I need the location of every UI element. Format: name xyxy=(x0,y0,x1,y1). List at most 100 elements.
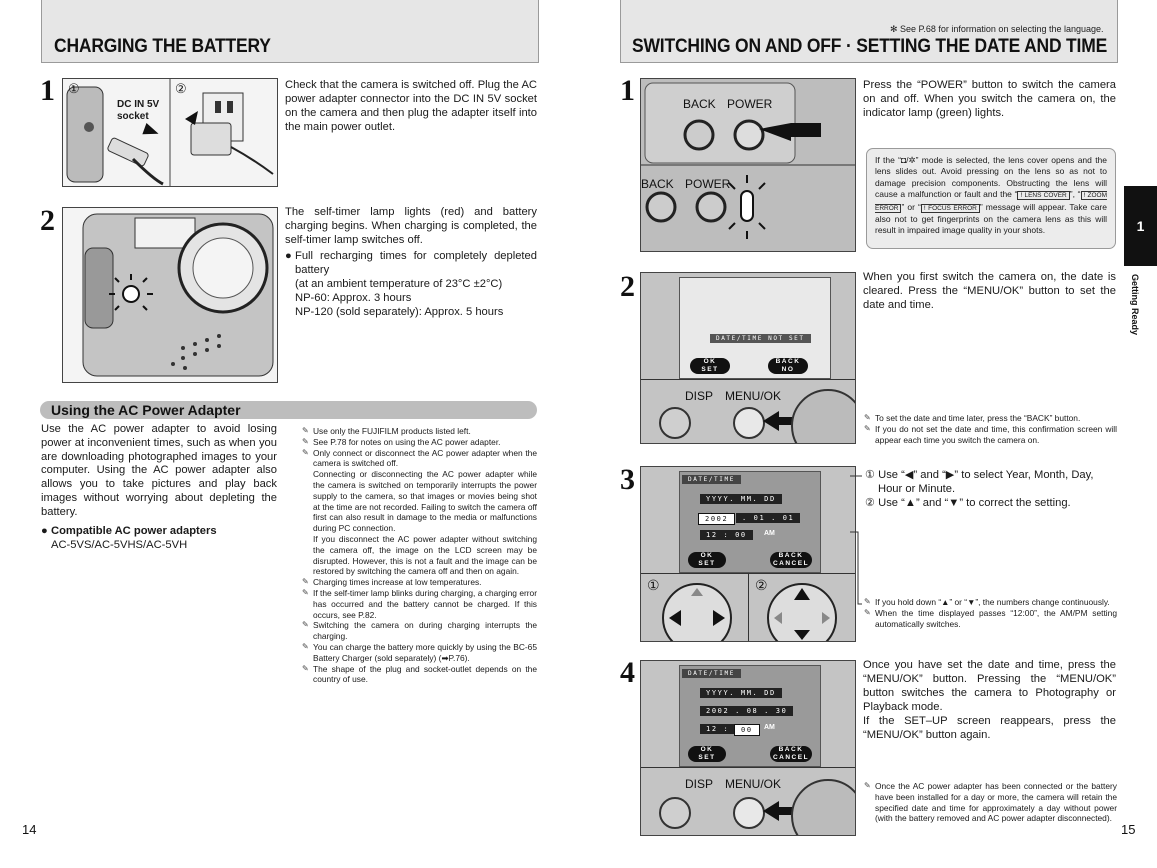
arrow-icon xyxy=(763,411,803,431)
figure-date-time-set: DATE/TIME YYYY. MM. DD 2002 . 01 . 01 12… xyxy=(640,466,856,642)
step-2-main: The self-timer lamp lights (red) and bat… xyxy=(285,206,537,246)
figure-camera-charging xyxy=(62,207,278,383)
note-icon: ✎ xyxy=(302,587,309,597)
focus-error: ! FOCUS ERROR xyxy=(920,203,980,213)
fig-back-label: BACK xyxy=(683,97,716,111)
chapter-tab: 1 xyxy=(1124,186,1157,266)
lcd-format: YYYY. MM. DD xyxy=(700,494,782,504)
camera-movie-mode-icon: ◘/✲ xyxy=(901,155,916,165)
lcd-divider xyxy=(641,767,855,768)
note-icon: ✎ xyxy=(302,663,309,673)
note-icon: ✎ xyxy=(302,426,309,435)
note-item: ✎When the time displayed passes “12:00”,… xyxy=(864,607,1117,629)
menu-ok-button[interactable] xyxy=(733,797,765,829)
note-item: ✎To set the date and time later, press t… xyxy=(864,413,1081,423)
callout-lines xyxy=(850,475,862,605)
right-header-box xyxy=(620,0,1118,63)
bullet-icon: ● xyxy=(41,525,48,537)
note-item: ✎Charging times increase at low temperat… xyxy=(302,577,482,588)
r-step-2-text: When you first switch the camera on, the… xyxy=(863,271,1116,311)
chapter-label: Getting Ready xyxy=(1130,274,1140,336)
disp-button[interactable] xyxy=(659,407,691,439)
fig-circle-1: ① xyxy=(68,81,80,96)
dpad-left-right-icon xyxy=(662,583,732,641)
note-icon: ✎ xyxy=(302,447,309,457)
note-icon: ✎ xyxy=(302,436,309,446)
r-step-2-number: 2 xyxy=(620,270,635,303)
note-continuation: Connecting or disconnecting the AC power… xyxy=(313,469,537,534)
note-icon: ✎ xyxy=(302,620,309,630)
lcd-year: 2002 xyxy=(698,513,736,525)
fig-back-label-2: BACK xyxy=(641,177,674,191)
plug-adapter-illustration xyxy=(66,79,274,186)
lcd-ampm: AM xyxy=(764,724,775,731)
r-step-3-lines: ① Use “◀” and “▶” to select Year, Month,… xyxy=(865,468,1117,510)
step-2-bullet-line: (at an ambient temperature of 23°C ±2°C) xyxy=(295,278,503,290)
compat-title-line: ● Compatible AC power adapters xyxy=(41,524,277,538)
bullet-icon: ● xyxy=(285,250,292,262)
note-item: ✎If you do not set the date and time, th… xyxy=(864,423,1117,445)
disp-label: DISP xyxy=(685,389,714,403)
note-icon: ✎ xyxy=(864,597,871,606)
step-2-bullet-line: NP-60: Approx. 3 hours xyxy=(295,292,412,304)
lcd-time-minute: 00 xyxy=(734,724,760,736)
compat-block: ● Compatible AC power adapters AC-5VS/AC… xyxy=(41,524,277,552)
lcd-time: 12 : 00 xyxy=(700,530,753,540)
lcd-screen: DATE/TIME YYYY. MM. DD 2002 . 08 . 30 12… xyxy=(679,665,821,767)
left-header-box xyxy=(41,0,539,63)
fig-label-socket: socket xyxy=(117,111,149,122)
lcd-date-rest: . 01 . 01 xyxy=(736,513,801,523)
lcd-header: DATE/TIME xyxy=(682,669,741,678)
section-text: Use the AC power adapter to avoid losing… xyxy=(41,423,277,518)
compat-models: AC-5VS/AC-5VHS/AC-5VH xyxy=(51,539,188,551)
dpad-ring[interactable] xyxy=(791,779,855,835)
lcd-date: 2002 . 08 . 30 xyxy=(700,706,794,716)
step-1-number: 1 xyxy=(40,74,55,107)
fig-circle-2: ② xyxy=(175,81,187,96)
dpad-ring[interactable] xyxy=(791,389,855,443)
menu-ok-button[interactable] xyxy=(733,407,765,439)
note-item: ✎If the self-timer lamp blinks during ch… xyxy=(302,587,537,620)
step-4-text-1: Once you have set the date and time, pre… xyxy=(863,659,1116,713)
note-item: ✎Switching the camera on during charging… xyxy=(302,620,537,642)
note-item: ✎You can charge the battery more quickly… xyxy=(302,641,537,663)
note-item: ✎The shape of the plug and socket-outlet… xyxy=(302,663,537,685)
fig-power-label-2: POWER xyxy=(685,177,731,191)
note-item: ✎Only connect or disconnect the AC power… xyxy=(302,447,537,469)
disp-label: DISP xyxy=(685,777,714,791)
step-2-bullet: ● Full recharging times for completely d… xyxy=(285,249,537,277)
lcd-ampm: AM xyxy=(764,530,775,537)
left-page-number: 14 xyxy=(22,822,37,837)
compat-title: Compatible AC power adapters xyxy=(51,525,217,537)
r-step-4-note: ✎Once the AC power adapter has been conn… xyxy=(864,781,1117,824)
lcd-screen: DATE/TIME YYYY. MM. DD 2002 . 01 . 01 12… xyxy=(679,471,821,573)
r-step-1-text: Press the “POWER” button to switch the c… xyxy=(863,79,1116,119)
disp-button[interactable] xyxy=(659,797,691,829)
lcd-format: YYYY. MM. DD xyxy=(700,688,782,698)
lcd-time-hour: 12 : xyxy=(700,724,736,734)
fig-power-label: POWER xyxy=(727,97,773,111)
note-icon: ✎ xyxy=(302,577,309,587)
language-note: ✻ See P.68 for information on selecting … xyxy=(890,24,1104,34)
step-2-text: The self-timer lamp lights (red) and bat… xyxy=(285,205,537,319)
right-page-title: SWITCHING ON AND OFF · SETTING THE DATE … xyxy=(632,36,1108,57)
step-1-text: Check that the camera is switched off. P… xyxy=(285,79,537,133)
step-3-line-1: ① Use “◀” and “▶” to select Year, Month,… xyxy=(865,469,1094,495)
figure-plug-adapter: ① ② DC IN 5V socket xyxy=(62,78,278,187)
note-item: ✎If you hold down “▲” or “▼”, the number… xyxy=(864,597,1110,607)
dpad-circle-1: ① xyxy=(647,577,660,593)
note-icon: ✎ xyxy=(864,413,871,422)
lcd-divider xyxy=(641,379,855,380)
fig-label-dc: DC IN 5V xyxy=(117,99,160,110)
lens-info-box: If the “◘/✲” mode is selected, the lens … xyxy=(866,148,1116,249)
arrow-icon xyxy=(763,801,803,821)
lens-cover-error: ! LENS COVER xyxy=(1017,191,1070,201)
lcd-header: DATE/TIME xyxy=(682,475,741,484)
